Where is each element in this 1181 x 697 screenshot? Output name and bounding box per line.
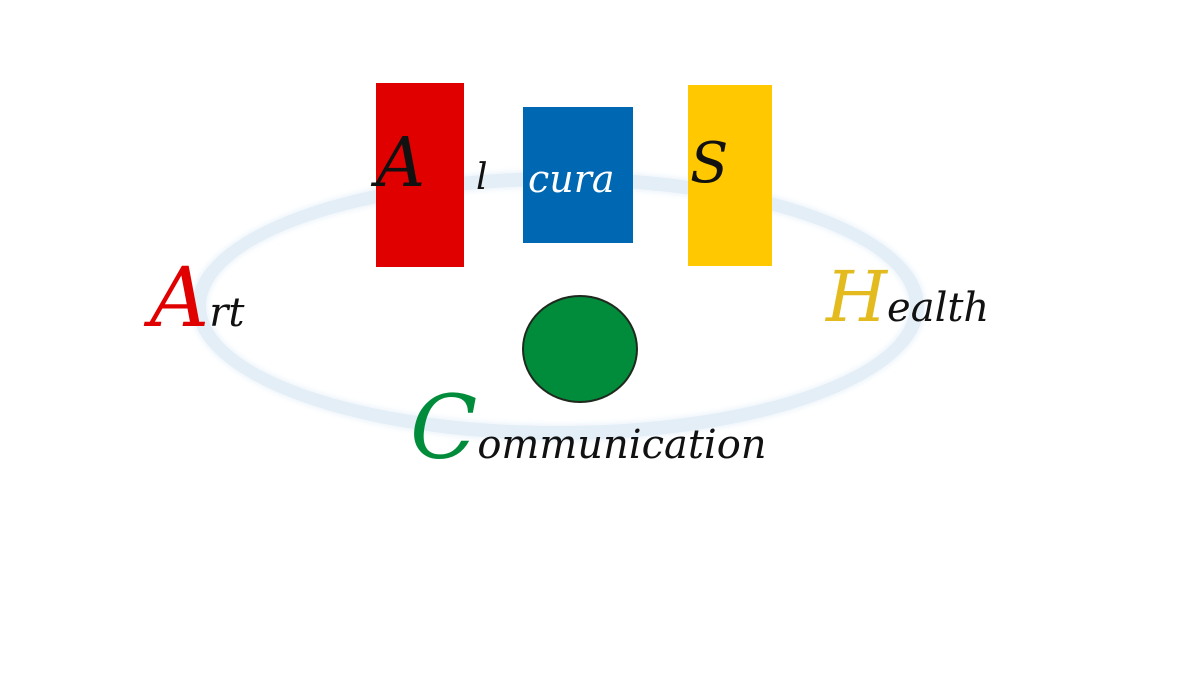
logo-syllable-cura: cura [528, 157, 615, 201]
communication-rest: ommunication [477, 422, 767, 468]
communication-initial: C [410, 376, 478, 479]
red-rectangle [376, 83, 464, 267]
yellow-rectangle [688, 85, 772, 266]
art-initial: A [150, 251, 210, 346]
health-initial: H [826, 256, 888, 338]
logo-letter-l: l [476, 157, 488, 198]
blue-rectangle [523, 107, 633, 243]
word-health: Health [826, 262, 989, 332]
word-art: Art [150, 258, 244, 340]
health-rest: ealth [887, 285, 990, 331]
art-rest: rt [209, 290, 245, 336]
word-communication: Communication [410, 384, 767, 472]
logo-letter-s: S [690, 131, 729, 196]
logo-letter-a: A [376, 124, 426, 203]
green-circle [522, 295, 638, 403]
